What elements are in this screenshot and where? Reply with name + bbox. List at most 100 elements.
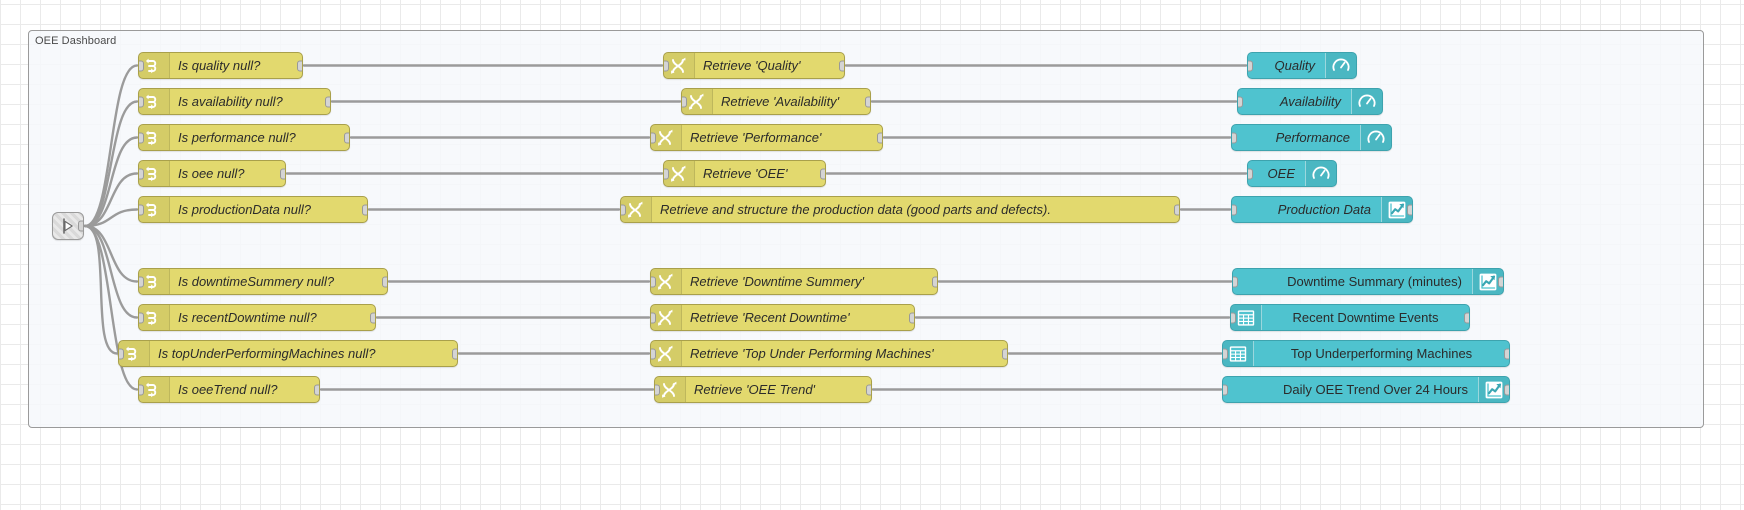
node-label: Retrieve 'Availability' — [721, 94, 840, 109]
input-port[interactable] — [1232, 204, 1237, 215]
node-switch-downtime-summary[interactable]: Is downtimeSummery null? — [138, 268, 388, 295]
node-change-downtime-summary[interactable]: Retrieve 'Downtime Summery' — [650, 268, 938, 295]
input-port[interactable] — [1238, 96, 1243, 107]
node-label: Retrieve 'OEE Trend' — [694, 382, 816, 397]
input-port[interactable] — [139, 204, 144, 215]
output-port[interactable] — [1464, 312, 1469, 323]
node-label: Is availability null? — [178, 94, 283, 109]
node-change-production-data[interactable]: Retrieve and structure the production da… — [620, 196, 1180, 223]
output-port[interactable] — [344, 132, 349, 143]
node-change-performance[interactable]: Retrieve 'Performance' — [650, 124, 883, 151]
input-port[interactable] — [651, 348, 656, 359]
output-port[interactable] — [932, 276, 937, 287]
output-port[interactable] — [1504, 384, 1509, 395]
output-port[interactable] — [820, 168, 825, 179]
node-change-oee[interactable]: Retrieve 'OEE' — [663, 160, 826, 187]
input-port[interactable] — [682, 96, 687, 107]
node-change-oee-trend[interactable]: Retrieve 'OEE Trend' — [654, 376, 872, 403]
input-port[interactable] — [1223, 348, 1228, 359]
chart-icon — [1381, 197, 1412, 222]
output-port[interactable] — [1002, 348, 1007, 359]
node-dashboard-downtime-summary[interactable]: Downtime Summary (minutes) — [1232, 268, 1504, 295]
switch-icon — [139, 53, 170, 78]
input-port[interactable] — [139, 132, 144, 143]
input-port[interactable] — [139, 312, 144, 323]
node-switch-oee[interactable]: Is oee null? — [138, 160, 286, 187]
input-port[interactable] — [651, 132, 656, 143]
node-switch-production-data[interactable]: Is productionData null? — [138, 196, 368, 223]
switch-icon — [139, 89, 170, 114]
node-change-quality[interactable]: Retrieve 'Quality' — [663, 52, 845, 79]
output-port[interactable] — [452, 348, 457, 359]
node-label: Retrieve and structure the production da… — [660, 202, 1051, 217]
node-label: Is productionData null? — [178, 202, 311, 217]
switch-icon — [139, 377, 170, 402]
output-port[interactable] — [280, 168, 285, 179]
output-port[interactable] — [877, 132, 882, 143]
input-port[interactable] — [1233, 276, 1238, 287]
input-port[interactable] — [139, 96, 144, 107]
node-switch-quality[interactable]: Is quality null? — [138, 52, 303, 79]
change-icon — [664, 53, 695, 78]
output-port[interactable] — [1498, 276, 1503, 287]
input-port[interactable] — [1248, 60, 1253, 71]
input-port[interactable] — [139, 60, 144, 71]
node-switch-oee-trend[interactable]: Is oeeTrend null? — [138, 376, 320, 403]
node-switch-performance[interactable]: Is performance null? — [138, 124, 350, 151]
node-dashboard-availability[interactable]: Availability — [1237, 88, 1383, 115]
output-port[interactable] — [78, 220, 83, 232]
node-dashboard-oee[interactable]: OEE — [1247, 160, 1337, 187]
input-port[interactable] — [119, 348, 124, 359]
output-port[interactable] — [297, 60, 302, 71]
output-port[interactable] — [314, 384, 319, 395]
output-port[interactable] — [382, 276, 387, 287]
output-port[interactable] — [362, 204, 367, 215]
switch-icon — [139, 197, 170, 222]
node-link-in-source[interactable] — [52, 212, 84, 240]
node-label: Is quality null? — [178, 58, 261, 73]
node-label: Retrieve 'Top Under Performing Machines' — [690, 346, 934, 361]
input-port[interactable] — [1223, 384, 1228, 395]
input-port[interactable] — [1232, 132, 1237, 143]
switch-icon — [139, 125, 170, 150]
output-port[interactable] — [325, 96, 330, 107]
input-port[interactable] — [655, 384, 660, 395]
node-dashboard-performance[interactable]: Performance — [1231, 124, 1392, 151]
node-switch-recent-downtime[interactable]: Is recentDowntime null? — [138, 304, 376, 331]
input-port[interactable] — [621, 204, 626, 215]
node-switch-top-underperforming[interactable]: Is topUnderPerformingMachines null? — [118, 340, 458, 367]
node-change-top-underperforming[interactable]: Retrieve 'Top Under Performing Machines' — [650, 340, 1008, 367]
input-port[interactable] — [139, 384, 144, 395]
gauge-icon — [1305, 161, 1336, 186]
input-port[interactable] — [651, 276, 656, 287]
node-label: Performance — [1275, 130, 1350, 145]
output-port[interactable] — [865, 96, 870, 107]
input-port[interactable] — [651, 312, 656, 323]
output-port[interactable] — [1407, 204, 1412, 215]
input-port[interactable] — [664, 60, 669, 71]
output-port[interactable] — [1174, 204, 1179, 215]
input-port[interactable] — [139, 276, 144, 287]
input-port[interactable] — [139, 168, 144, 179]
node-switch-availability[interactable]: Is availability null? — [138, 88, 331, 115]
node-dashboard-production-data[interactable]: Production Data — [1231, 196, 1413, 223]
node-label: Is oee null? — [178, 166, 245, 181]
node-label: Is topUnderPerformingMachines null? — [158, 346, 376, 361]
node-dashboard-recent-downtime[interactable]: Recent Downtime Events — [1230, 304, 1470, 331]
node-change-availability[interactable]: Retrieve 'Availability' — [681, 88, 871, 115]
node-label: Retrieve 'Performance' — [690, 130, 822, 145]
node-change-recent-downtime[interactable]: Retrieve 'Recent Downtime' — [650, 304, 915, 331]
output-port[interactable] — [909, 312, 914, 323]
node-dashboard-quality[interactable]: Quality — [1247, 52, 1357, 79]
input-port[interactable] — [664, 168, 669, 179]
output-port[interactable] — [370, 312, 375, 323]
output-port[interactable] — [866, 384, 871, 395]
node-dashboard-top-underperforming[interactable]: Top Underperforming Machines — [1222, 340, 1510, 367]
input-port[interactable] — [1231, 312, 1236, 323]
node-label: Is downtimeSummery null? — [178, 274, 335, 289]
output-port[interactable] — [839, 60, 844, 71]
input-port[interactable] — [1248, 168, 1253, 179]
node-dashboard-oee-trend[interactable]: Daily OEE Trend Over 24 Hours — [1222, 376, 1510, 403]
output-port[interactable] — [1504, 348, 1509, 359]
